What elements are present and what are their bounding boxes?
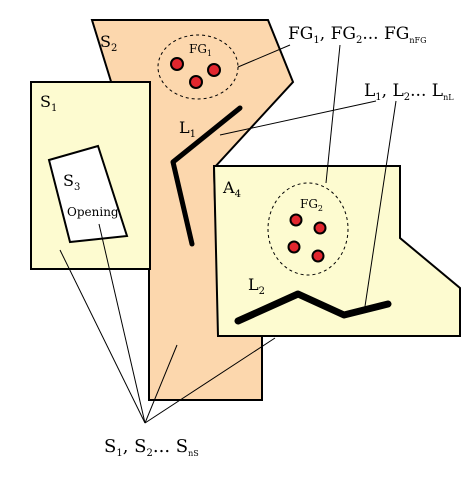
label-fg1: FG1 [189, 42, 212, 58]
leader-line [144, 337, 276, 424]
leader-line [325, 44, 341, 184]
label-fg2: FG2 [300, 197, 323, 213]
legend-l: L1, L2... LnL [364, 81, 454, 103]
feature-point [313, 221, 327, 235]
label-opening: Opening [67, 205, 119, 219]
leader-line [237, 44, 291, 68]
label-l1: L1 [179, 118, 196, 140]
feature-group-fg2-boundary [267, 182, 349, 276]
leader-line [59, 249, 146, 424]
feature-point [189, 75, 203, 89]
label-l2: L2 [248, 275, 265, 297]
label-s2: S2 [100, 32, 117, 54]
feature-point [170, 57, 184, 71]
label-s3: S3 [63, 171, 80, 193]
area-a4 [212, 165, 461, 337]
opening-s3 [47, 144, 129, 244]
line-l1 [170, 105, 243, 247]
leader-line [98, 223, 146, 424]
leader-line [363, 100, 397, 314]
label-a4: A4 [222, 178, 241, 200]
feature-point [287, 240, 301, 254]
legend-fg: FG1, FG2... FGnFG [288, 24, 426, 46]
legend-s: S1, S2... SnS [104, 436, 199, 459]
leader-line [144, 344, 178, 424]
label-s1: S1 [40, 92, 57, 114]
feature-point [311, 249, 325, 263]
feature-point [289, 213, 303, 227]
line-l2 [234, 290, 392, 325]
leader-line [219, 100, 377, 136]
feature-point [207, 63, 221, 77]
